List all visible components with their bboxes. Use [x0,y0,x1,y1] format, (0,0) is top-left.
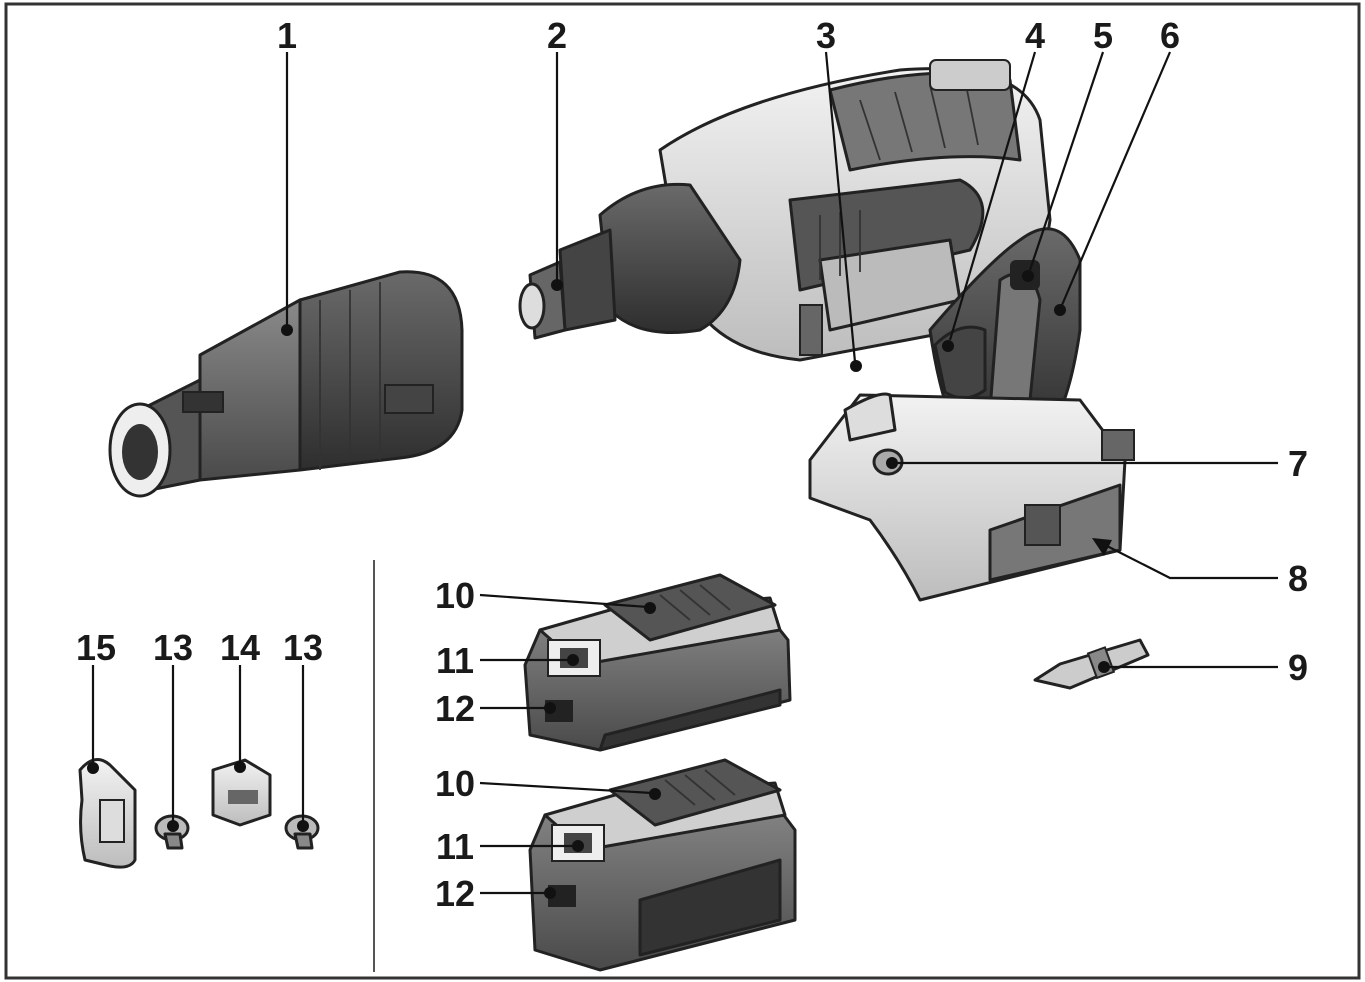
callout-1: 1 [277,15,297,56]
callout-14: 14 [220,627,260,668]
callout-6: 6 [1160,15,1180,56]
callout-8: 8 [1288,558,1308,599]
callout-4: 4 [1025,15,1045,56]
drill-body [518,59,1135,602]
callout-11-small-battery: 11 [436,640,474,681]
callout-10-small-battery: 10 [435,575,475,616]
callout-12-large-battery: 12 [435,873,475,914]
callout-5: 5 [1093,15,1113,56]
screw-right [284,814,320,850]
callout-13-left: 13 [153,627,193,668]
clip-bracket [211,758,272,827]
belt-clip [78,758,137,869]
leader-lines [87,51,1278,899]
callout-12-small-battery: 12 [435,688,475,729]
callout-9: 9 [1288,647,1308,688]
screwdriver-attachment [108,270,464,498]
screwdriver-bit [1033,638,1150,690]
callout-numbers: 1 2 3 4 5 6 7 8 9 10 11 12 10 11 12 15 1… [76,15,1308,914]
callout-2: 2 [547,15,567,56]
callout-7: 7 [1288,443,1308,484]
callout-11-large-battery: 11 [436,826,474,867]
battery-large [528,758,797,972]
callout-3: 3 [816,15,836,56]
callout-10-large-battery: 10 [435,763,475,804]
figure-frame [4,2,1361,980]
callout-15: 15 [76,627,116,668]
callout-13-right: 13 [283,627,323,668]
